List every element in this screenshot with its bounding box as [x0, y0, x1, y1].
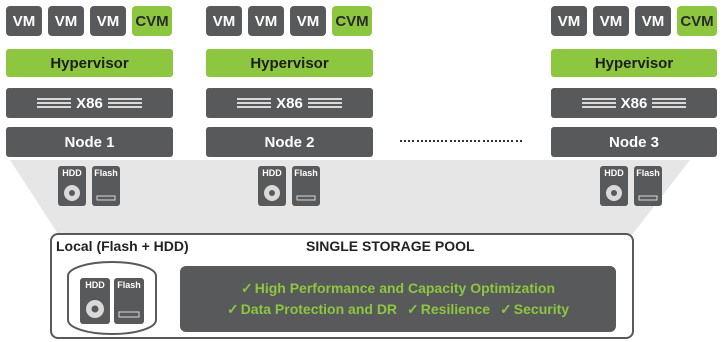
flash-icon: Flash: [92, 166, 120, 206]
hdd-icon: HDD: [600, 166, 628, 206]
vm-tile: VM: [290, 6, 326, 36]
feature-item: ✓Security: [500, 301, 570, 317]
flash-icon: Flash: [292, 166, 320, 206]
cvm-tile: CVM: [132, 6, 172, 36]
vm-tile: VM: [593, 6, 629, 36]
storage-pool-features: ✓High Performance and Capacity Optimizat…: [180, 266, 616, 332]
feature-item: ✓High Performance and Capacity Optimizat…: [240, 280, 555, 296]
vm-tile: VM: [48, 6, 84, 36]
x86-label: X86: [276, 94, 303, 112]
hdd-icon: HDD: [258, 166, 286, 206]
feature-item: ✓Resilience: [407, 301, 491, 317]
hypervisor-bar: Hypervisor: [206, 49, 373, 77]
x86-bar: X86: [6, 88, 173, 118]
stripes-icon: [237, 98, 272, 108]
stripes-icon: [107, 98, 142, 108]
stripes-icon: [581, 98, 616, 108]
storage-pool-title: SINGLE STORAGE POOL: [306, 238, 475, 254]
cvm-tile: CVM: [332, 6, 372, 36]
feature-item: ✓Data Protection and DR: [226, 301, 398, 317]
node-bar: Node 3: [551, 127, 717, 157]
vm-tile: VM: [551, 6, 587, 36]
hdd-icon: HDD: [80, 278, 110, 324]
storage-pool-disk-icon: [67, 261, 157, 335]
features-row: ✓High Performance and Capacity Optimizat…: [241, 280, 555, 297]
node-bar: Node 2: [206, 127, 373, 157]
hypervisor-bar: Hypervisor: [6, 49, 173, 77]
stripes-icon: [307, 98, 342, 108]
features-row: ✓Data Protection and DR ✓Resilience ✓Sec…: [227, 301, 569, 318]
node-bar: Node 1: [6, 127, 173, 157]
local-storage-label: Local (Flash + HDD): [56, 238, 189, 254]
cvm-tile: CVM: [677, 6, 717, 36]
hypervisor-bar: Hypervisor: [551, 49, 717, 77]
flash-icon: Flash: [114, 278, 144, 324]
x86-label: X86: [76, 94, 103, 112]
x86-bar: X86: [551, 88, 717, 118]
vm-tile: VM: [248, 6, 284, 36]
stripes-icon: [37, 98, 72, 108]
stripes-icon: [652, 98, 687, 108]
x86-label: X86: [620, 94, 648, 112]
vm-tile: VM: [635, 6, 671, 36]
flash-icon: Flash: [634, 166, 662, 206]
hdd-icon: HDD: [58, 166, 86, 206]
vm-tile: VM: [90, 6, 126, 36]
vm-tile: VM: [206, 6, 242, 36]
vm-tile: VM: [6, 6, 42, 36]
ellipsis-dots: [400, 135, 522, 147]
x86-bar: X86: [206, 88, 373, 118]
